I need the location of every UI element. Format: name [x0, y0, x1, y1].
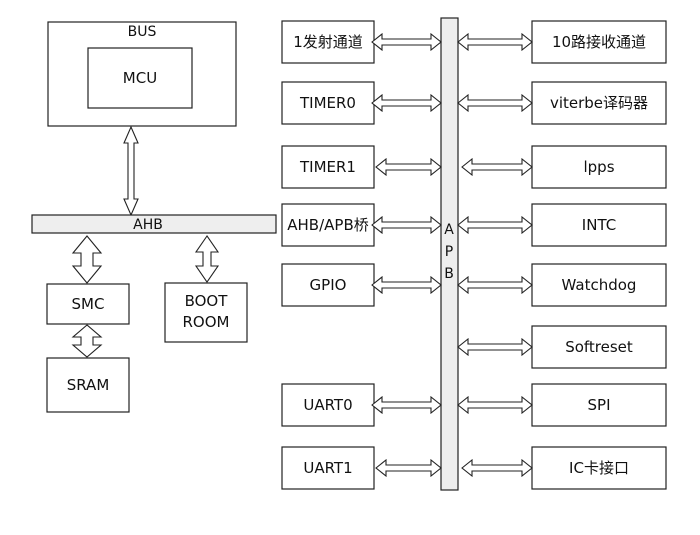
- right-module-softreset-frame: [531, 325, 667, 369]
- right-module-iccard-label: IC卡接口: [569, 459, 629, 477]
- right-module-softreset: Softreset: [531, 325, 667, 369]
- left-module-bridge-label: AHB/APB桥: [287, 216, 368, 234]
- right-module-viterbi: viterbe译码器: [531, 81, 667, 125]
- left-module-uart0: UART0: [281, 383, 375, 427]
- right-module-iccard-frame: [531, 446, 667, 490]
- left-arrow-uart0: [371, 395, 442, 415]
- ahb-bus-bar: AHB: [31, 214, 277, 234]
- right-module-viterbi-frame: [531, 81, 667, 125]
- bus-ahb-arrow: [123, 125, 139, 217]
- right-arrow-viterbi: [457, 93, 533, 113]
- left-arrow-tx: [371, 32, 442, 52]
- left-module-tx-label: 1发射通道: [293, 33, 363, 51]
- right-module-watchdog-label: Watchdog: [562, 276, 637, 294]
- right-arrow-intc: [457, 215, 533, 235]
- left-module-uart1-frame: [281, 446, 375, 490]
- right-arrow-ipps: [461, 157, 533, 177]
- left-arrow-gpio: [371, 275, 442, 295]
- left-arrow-uart1: [375, 458, 442, 478]
- left-module-gpio-frame: [281, 263, 375, 307]
- left-module-timer1-frame: [281, 145, 375, 189]
- right-module-softreset-label: Softreset: [565, 338, 633, 356]
- left-module-uart1: UART1: [281, 446, 375, 490]
- mcu-label: MCU: [123, 69, 157, 87]
- right-module-intc: INTC: [531, 203, 667, 247]
- apb-bus-bar: A P B: [440, 17, 459, 491]
- boot-label-line2: ROOM: [183, 313, 230, 331]
- right-module-ipps-frame: [531, 145, 667, 189]
- right-arrow-watchdog: [457, 275, 533, 295]
- smc-sram-arrow: [71, 324, 103, 358]
- apb-letter-a: A: [444, 222, 454, 238]
- ahb-smc-arrow: [71, 235, 103, 284]
- sram-label: SRAM: [67, 376, 110, 394]
- right-module-intc-label: INTC: [582, 216, 616, 234]
- left-module-timer1-label: TIMER1: [299, 158, 356, 176]
- right-arrow-iccard: [461, 458, 533, 478]
- right-module-ipps-label: lpps: [583, 158, 614, 176]
- right-module-watchdog: Watchdog: [531, 263, 667, 307]
- right-module-rx: 10路接收通道: [531, 20, 667, 64]
- right-module-spi: SPI: [531, 383, 667, 427]
- right-arrow-rx: [457, 32, 533, 52]
- left-module-uart1-label: UART1: [303, 459, 352, 477]
- boot-room-block: BOOT ROOM: [164, 282, 248, 343]
- left-module-timer0: TIMER0: [281, 81, 375, 125]
- left-module-gpio-label: GPIO: [310, 276, 347, 294]
- left-module-timer0-label: TIMER0: [299, 94, 356, 112]
- right-module-spi-label: SPI: [588, 396, 611, 414]
- ahb-label: AHB: [133, 217, 163, 233]
- right-module-iccard: IC卡接口: [531, 446, 667, 490]
- left-module-timer0-frame: [281, 81, 375, 125]
- smc-block: SMC: [46, 283, 130, 325]
- left-arrow-timer0: [371, 93, 442, 113]
- right-arrow-spi: [457, 395, 533, 415]
- apb-letter-p: P: [445, 244, 453, 260]
- left-module-bridge: AHB/APB桥: [281, 203, 375, 247]
- left-arrow-bridge: [371, 215, 442, 235]
- left-module-gpio: GPIO: [281, 263, 375, 307]
- ahb-boot-arrow: [194, 235, 220, 283]
- mcu-block: MCU: [87, 47, 193, 109]
- right-module-ipps: lpps: [531, 145, 667, 189]
- bus-label: BUS: [128, 24, 157, 40]
- left-module-uart0-frame: [281, 383, 375, 427]
- left-module-tx-frame: [281, 20, 375, 64]
- right-module-rx-label: 10路接收通道: [552, 33, 646, 51]
- left-module-tx: 1发射通道: [281, 20, 375, 64]
- left-module-timer1: TIMER1: [281, 145, 375, 189]
- smc-label: SMC: [72, 295, 105, 313]
- sram-block: SRAM: [46, 357, 130, 413]
- right-module-viterbi-label: viterbe译码器: [550, 94, 648, 112]
- boot-label-line1: BOOT: [185, 292, 229, 310]
- right-arrow-softreset: [457, 337, 533, 357]
- left-arrow-timer1: [375, 157, 442, 177]
- right-module-intc-frame: [531, 203, 667, 247]
- right-module-watchdog-frame: [531, 263, 667, 307]
- apb-letter-b: B: [444, 266, 454, 282]
- left-module-uart0-label: UART0: [303, 396, 352, 414]
- right-module-rx-frame: [531, 20, 667, 64]
